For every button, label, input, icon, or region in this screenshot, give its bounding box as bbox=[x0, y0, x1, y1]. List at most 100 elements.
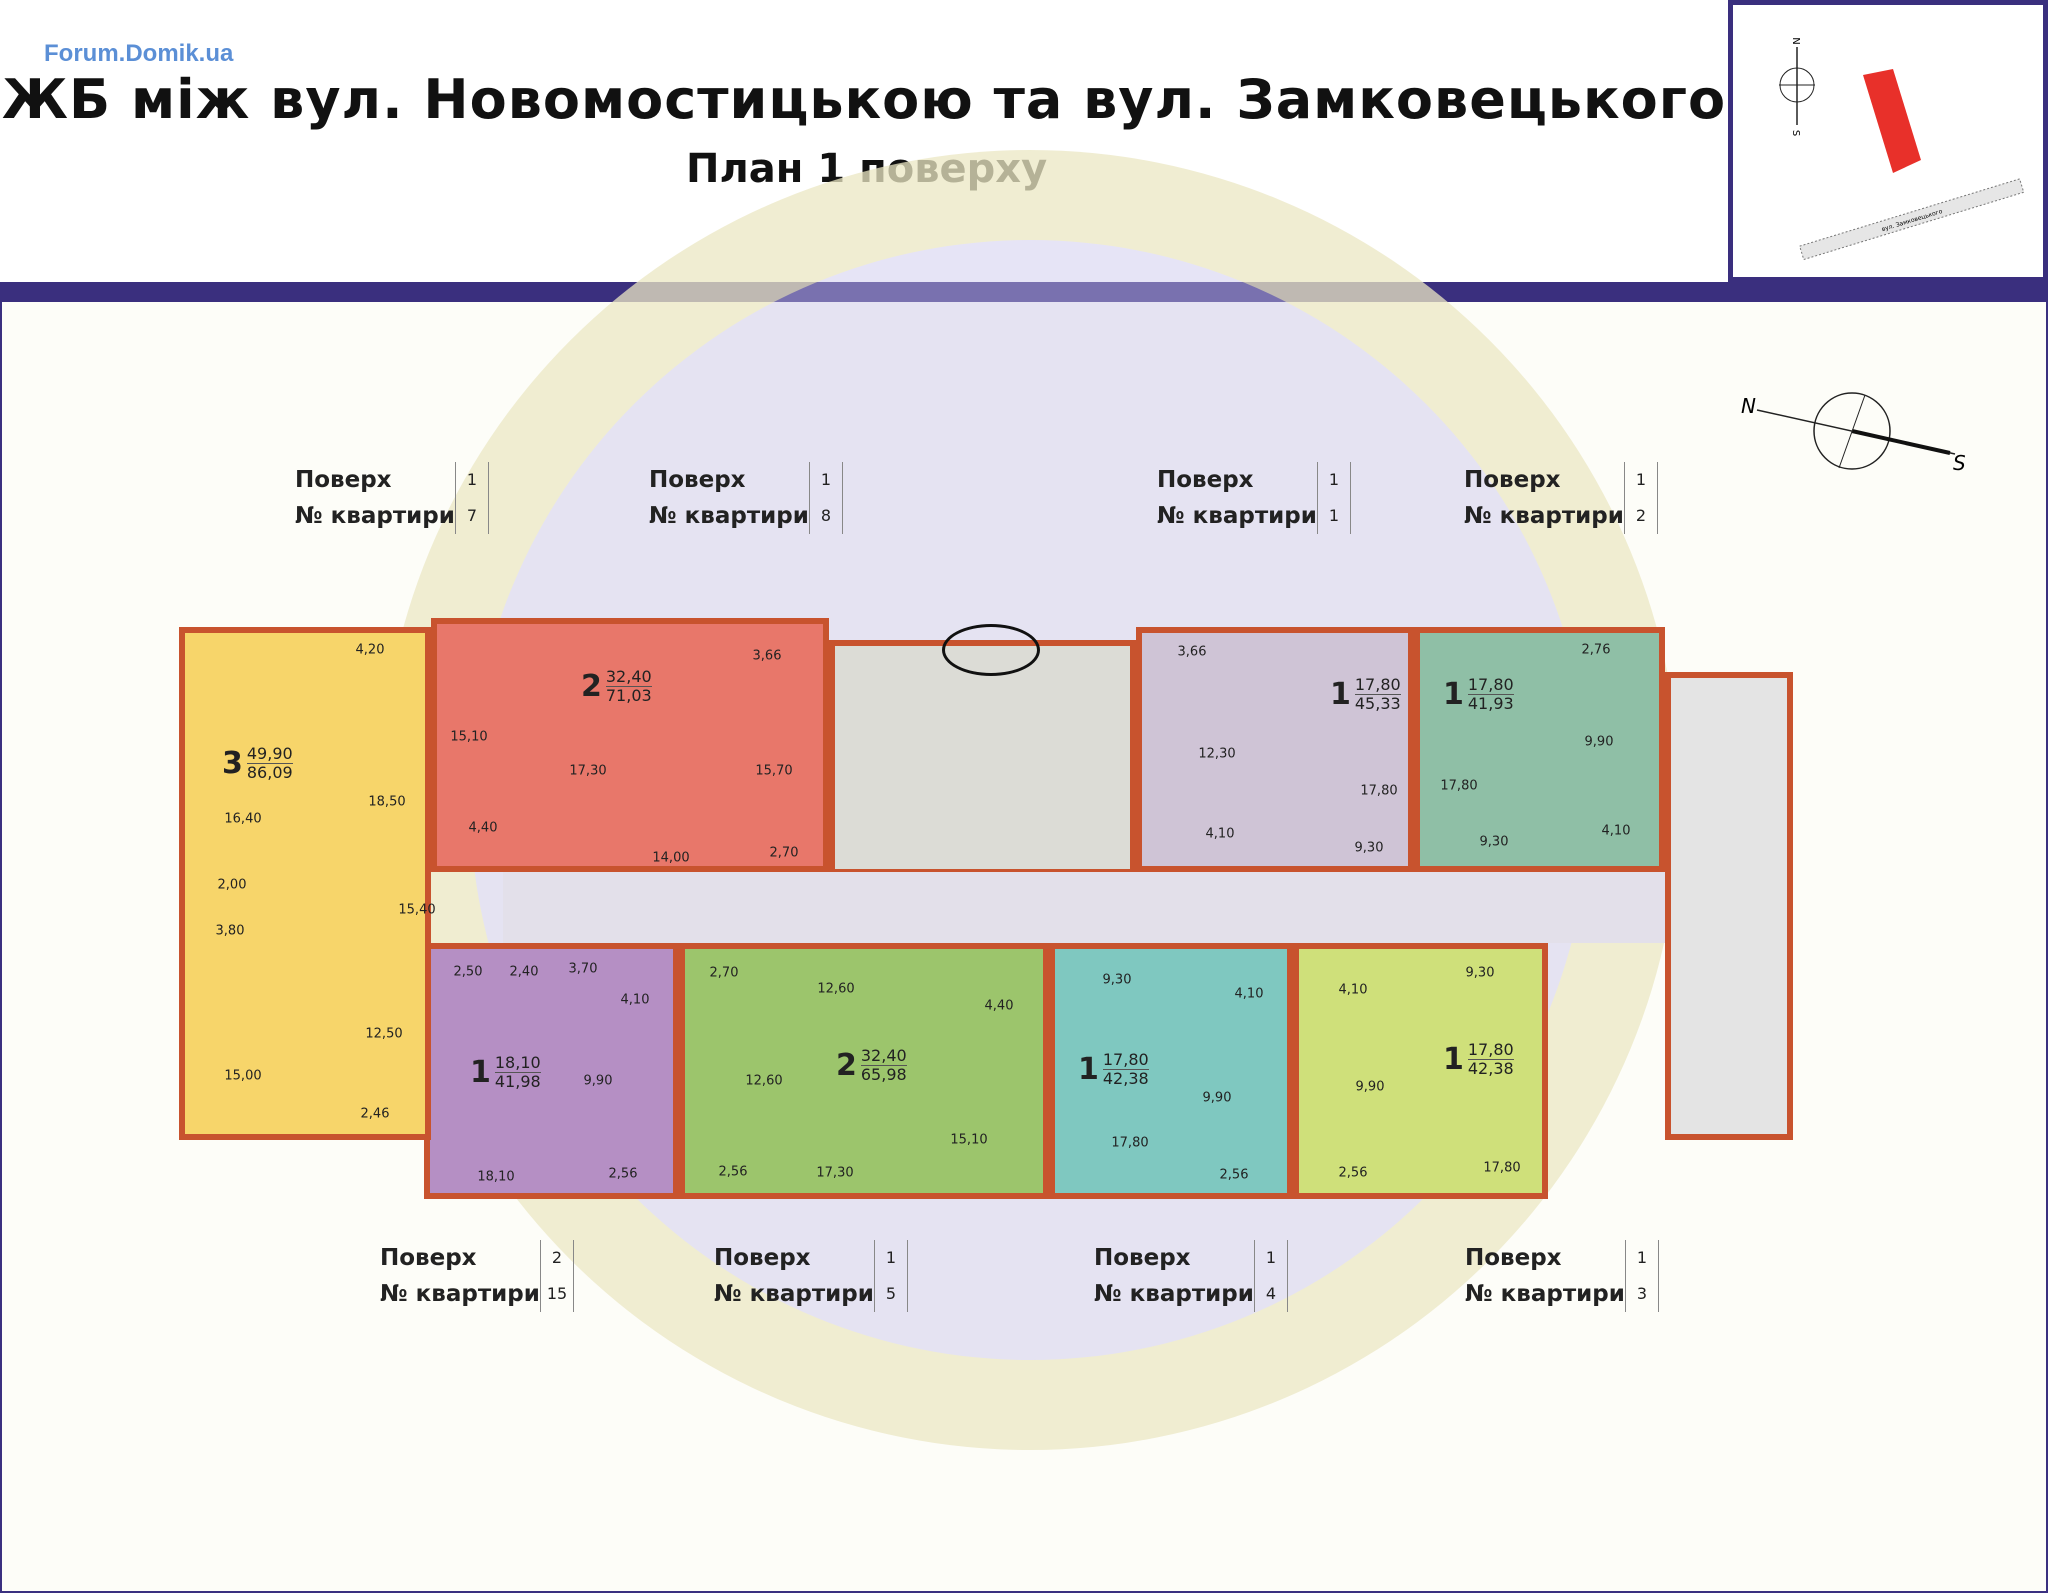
floor-value: 2 bbox=[540, 1240, 574, 1276]
room-area-label: 2,46 bbox=[360, 1106, 390, 1122]
room-area-label: 17,80 bbox=[1360, 783, 1398, 799]
room-area-label: 16,40 bbox=[224, 811, 262, 827]
room-area-label: 14,00 bbox=[652, 850, 690, 866]
room-area-label: 15,00 bbox=[224, 1068, 262, 1084]
apartment-number-label: № квартири bbox=[295, 503, 455, 529]
room-area-label: 4,40 bbox=[984, 998, 1014, 1014]
highlight-oval bbox=[942, 624, 1040, 676]
apartment-number-label: № квартири bbox=[649, 503, 809, 529]
apartment-3[interactable] bbox=[1293, 943, 1548, 1199]
room-count: 2 bbox=[581, 669, 602, 704]
apartment-5[interactable] bbox=[679, 943, 1049, 1199]
room-area-label: 12,50 bbox=[365, 1026, 403, 1042]
living-area: 17,80 bbox=[1467, 1040, 1514, 1060]
room-area-label: 4,10 bbox=[1601, 823, 1631, 839]
floor-label: Поверх bbox=[1464, 467, 1561, 493]
apartment-number-value: 7 bbox=[455, 498, 489, 534]
apartment-number-value: 4 bbox=[1254, 1276, 1288, 1312]
room-area-label: 4,20 bbox=[355, 642, 385, 658]
room-count: 1 bbox=[1078, 1052, 1099, 1087]
room-area-label: 2,70 bbox=[709, 965, 739, 981]
floor-label: Поверх bbox=[1094, 1245, 1191, 1271]
compass-south: S bbox=[1953, 451, 1966, 475]
room-count: 1 bbox=[1443, 1042, 1464, 1077]
street: вул. Замковецького bbox=[1799, 178, 2025, 261]
floor-label: Поверх bbox=[649, 467, 746, 493]
apartment-2[interactable] bbox=[1414, 627, 1665, 872]
apartment-8[interactable] bbox=[431, 618, 829, 872]
floor-value: 1 bbox=[1317, 462, 1351, 498]
apartment-number-label: № квартири bbox=[1094, 1281, 1254, 1307]
living-area: 32,40 bbox=[860, 1046, 907, 1066]
floor-value: 1 bbox=[809, 462, 843, 498]
floor-row: Поверх 1 bbox=[1465, 1240, 1659, 1276]
room-area-label: 2,40 bbox=[509, 964, 539, 980]
room-area-label: 15,10 bbox=[950, 1132, 988, 1148]
apartment-15[interactable] bbox=[424, 943, 679, 1199]
room-area-label: 17,80 bbox=[1111, 1135, 1149, 1151]
room-area-label: 2,56 bbox=[1219, 1167, 1249, 1183]
floor-label: Поверх bbox=[380, 1245, 477, 1271]
room-area-label: 2,56 bbox=[718, 1164, 748, 1180]
room-area-label: 4,10 bbox=[1205, 826, 1235, 842]
room-count: 1 bbox=[470, 1055, 491, 1090]
floor-value: 1 bbox=[1254, 1240, 1288, 1276]
room-area-label: 9,90 bbox=[1202, 1090, 1232, 1106]
apartment-7[interactable] bbox=[179, 627, 431, 1140]
room-area-label: 9,30 bbox=[1102, 972, 1132, 988]
apartment-number-value: 5 bbox=[874, 1276, 908, 1312]
floor-value: 1 bbox=[1624, 462, 1658, 498]
apartment-4[interactable] bbox=[1049, 943, 1293, 1199]
page-title: ЖБ між вул. Новомостицькою та вул. Замко… bbox=[1, 68, 1727, 131]
room-area-label: 9,30 bbox=[1465, 965, 1495, 981]
total-area: 41,98 bbox=[494, 1072, 541, 1091]
room-count: 1 bbox=[1443, 677, 1464, 712]
room-count: 3 bbox=[222, 746, 243, 781]
room-area-label: 9,90 bbox=[583, 1073, 613, 1089]
compass-icon: N S bbox=[1741, 392, 1966, 475]
floor-row: Поверх 2 bbox=[380, 1240, 574, 1276]
compass-north: N bbox=[1741, 394, 1756, 418]
forum-logo[interactable]: Forum.Domik.ua bbox=[44, 40, 234, 67]
floor-value: 1 bbox=[455, 462, 489, 498]
room-area-label: 3,70 bbox=[568, 961, 598, 977]
room-area-label: 2,76 bbox=[1581, 642, 1611, 658]
room-area-label: 9,90 bbox=[1355, 1079, 1385, 1095]
apartment-number-label: № квартири bbox=[380, 1281, 540, 1307]
total-area: 65,98 bbox=[860, 1065, 907, 1084]
room-area-label: 3,80 bbox=[215, 923, 245, 939]
room-area-label: 4,10 bbox=[620, 992, 650, 1008]
floor-value: 1 bbox=[1625, 1240, 1659, 1276]
apartment-number-value: 1 bbox=[1317, 498, 1351, 534]
living-area: 17,80 bbox=[1467, 675, 1514, 695]
room-area-label: 17,30 bbox=[816, 1165, 854, 1181]
room-area-label: 12,60 bbox=[817, 981, 855, 997]
room-area-label: 9,30 bbox=[1354, 840, 1384, 856]
apartment-number-value: 8 bbox=[809, 498, 843, 534]
room-area-label: 4,40 bbox=[468, 820, 498, 836]
apartment-number-label: № квартири bbox=[1157, 503, 1317, 529]
floor-row: Поверх 1 bbox=[649, 462, 843, 498]
apartment-1[interactable] bbox=[1136, 627, 1414, 872]
floor-label: Поверх bbox=[1465, 1245, 1562, 1271]
living-area: 17,80 bbox=[1102, 1050, 1149, 1070]
apartment-number-value: 2 bbox=[1624, 498, 1658, 534]
